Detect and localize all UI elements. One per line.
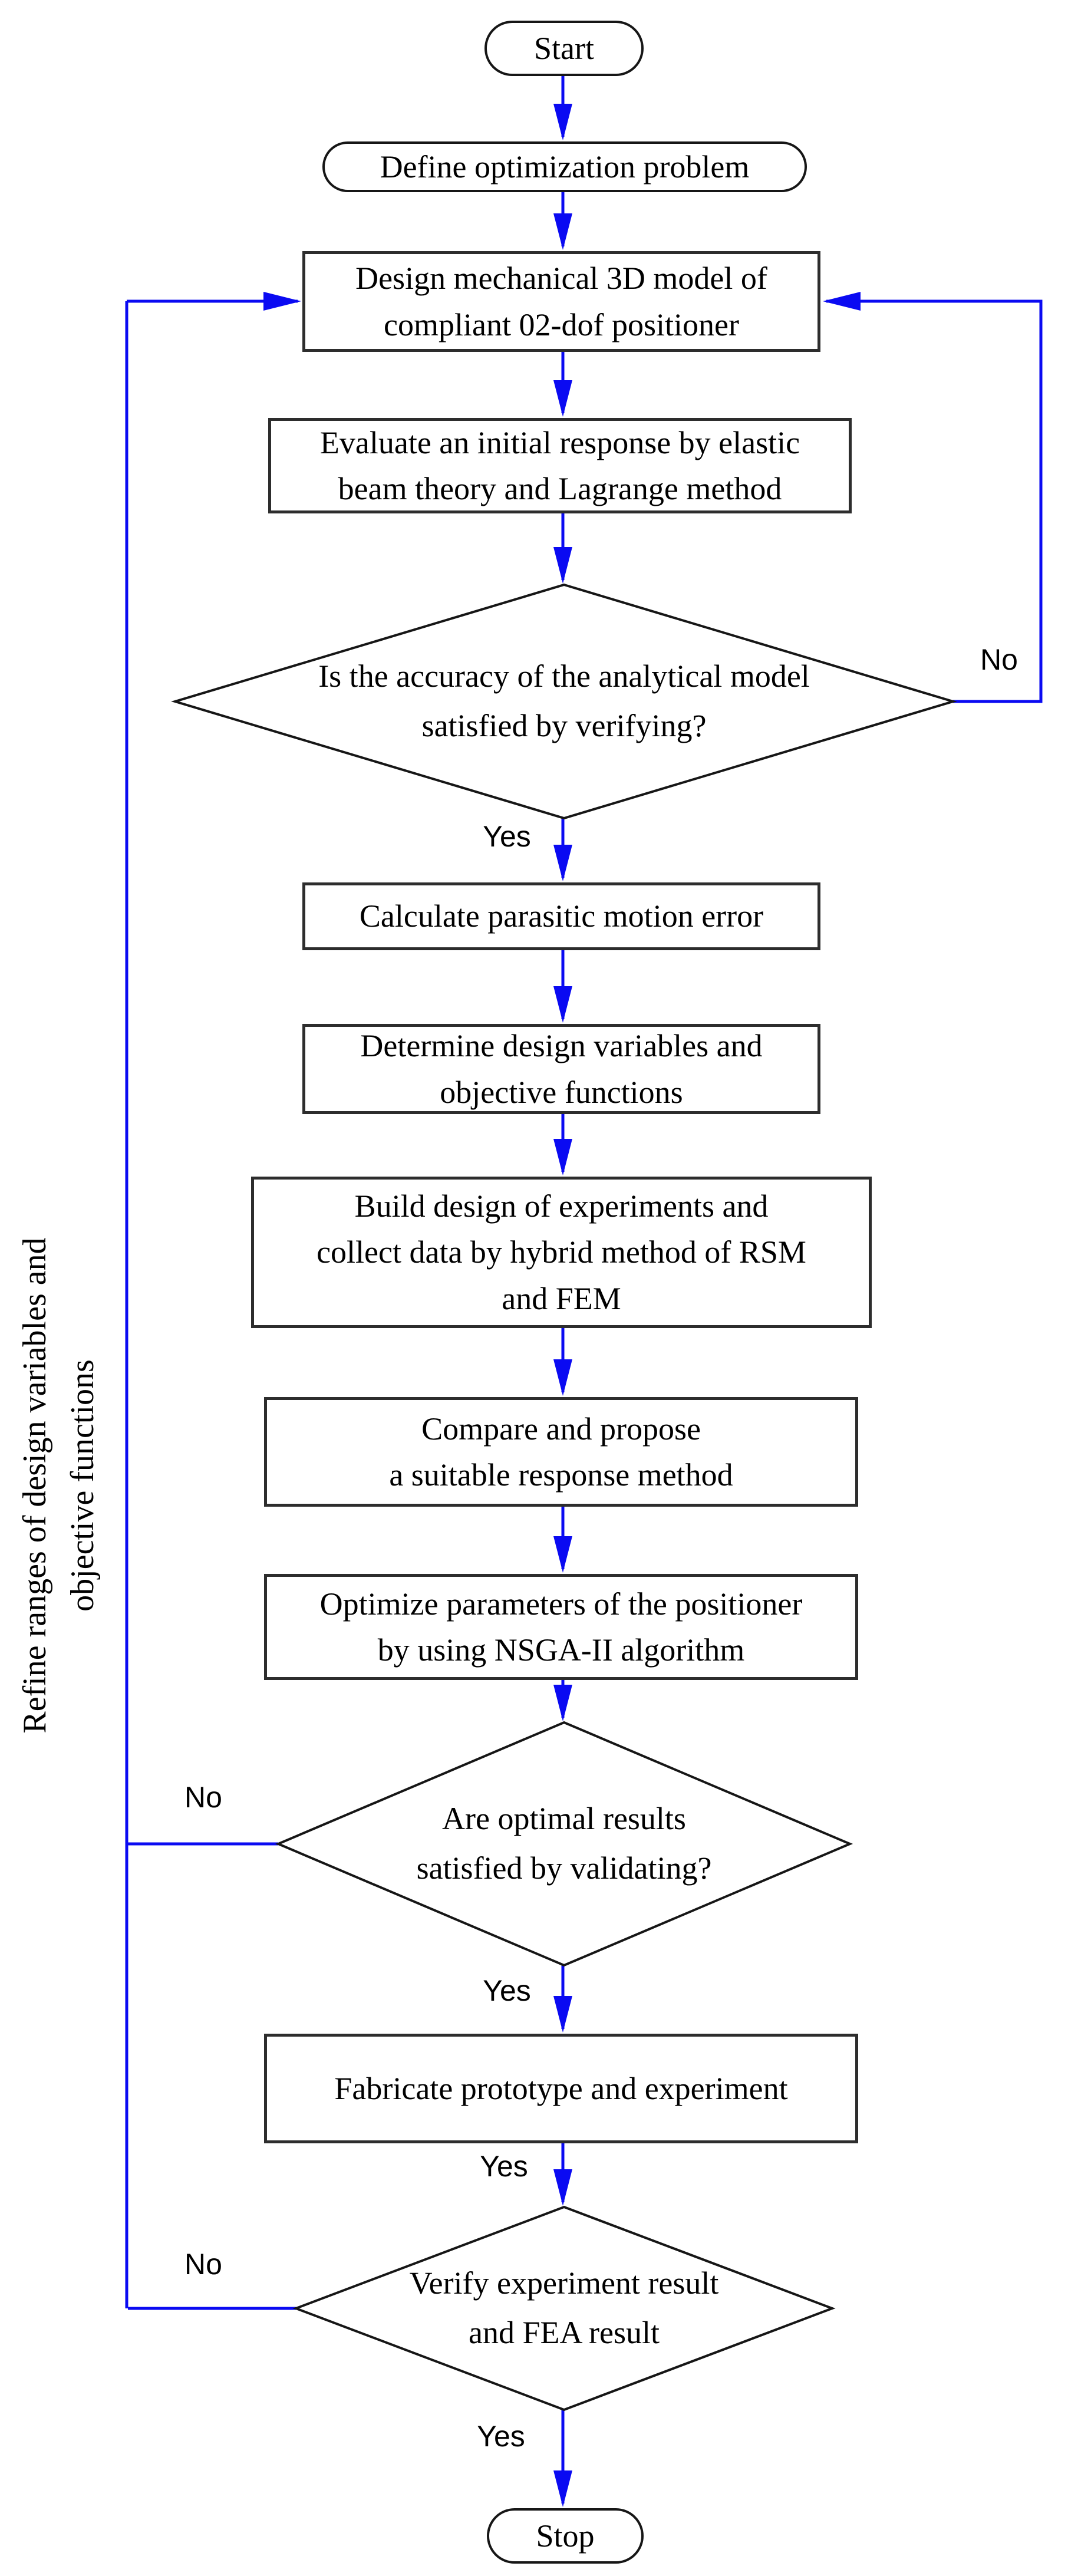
arrowhead-build-compare <box>553 1359 572 1396</box>
evaluate-response-node: Evaluate an initial response by elastic … <box>268 418 852 513</box>
arrowhead-define-design <box>553 213 572 250</box>
refine-ranges-note-line2: objective functions <box>64 1359 101 1612</box>
compare-response-line1: Compare and propose <box>421 1411 701 1447</box>
fabricate-prototype-label: Fabricate prototype and experiment <box>334 2070 788 2106</box>
determine-variables-node: Determine design variables and objective… <box>302 1024 820 1114</box>
compare-response-line2: a suitable response method <box>389 1457 733 1493</box>
fabricate-yes-label: Yes <box>480 2150 528 2183</box>
define-problem-label: Define optimization problem <box>380 149 750 185</box>
evaluate-response-line1: Evaluate an initial response by elastic <box>319 424 800 460</box>
optimal-decision-shape <box>275 1721 853 1967</box>
verify-decision-line1: Verify experiment result <box>409 2265 719 2301</box>
optimize-parameters-node: Optimize parameters of the positioner by… <box>264 1574 858 1680</box>
calculate-error-label: Calculate parasitic motion error <box>359 898 764 934</box>
start-label: Start <box>534 30 594 66</box>
verify-decision-shape <box>292 2205 836 2412</box>
arrowhead-accuracy-calculate <box>553 845 572 881</box>
fabricate-prototype-node: Fabricate prototype and experiment <box>264 2034 858 2143</box>
refine-ranges-note: Refine ranges of design variables and ob… <box>11 1132 107 1839</box>
build-doe-line3: and FEM <box>502 1280 621 1316</box>
arrowhead-compare-optimize <box>553 1536 572 1573</box>
arrowhead-calculate-determine <box>553 986 572 1023</box>
optimal-decision-line1: Are optimal results <box>442 1801 686 1837</box>
arrowhead-evaluate-accuracy <box>553 547 572 584</box>
build-doe-line1: Build design of experiments and <box>354 1188 769 1224</box>
calculate-error-node: Calculate parasitic motion error <box>302 882 820 950</box>
verify-yes-label: Yes <box>477 2420 525 2453</box>
arrowhead-optimize-optimal <box>553 1685 572 1721</box>
arrowhead-start-define <box>553 104 572 140</box>
optimize-parameters-line2: by using NSGA-II algorithm <box>377 1632 745 1668</box>
arrowhead-fabricate-verify <box>553 2169 572 2206</box>
accuracy-yes-label: Yes <box>483 820 531 853</box>
accuracy-no-label: No <box>980 643 1018 676</box>
refine-ranges-note-line1: Refine ranges of design variables and <box>16 1237 53 1734</box>
design-model-line1: Design mechanical 3D model of <box>355 261 767 297</box>
build-doe-node: Build design of experiments and collect … <box>251 1177 872 1328</box>
accuracy-decision-label: Is the accuracy of the analytical model … <box>234 601 894 802</box>
accuracy-decision-line2: satisfied by verifying? <box>421 708 707 743</box>
determine-variables-line1: Determine design variables and <box>360 1028 763 1064</box>
define-problem-node: Define optimization problem <box>322 141 807 192</box>
design-model-node: Design mechanical 3D model of compliant … <box>302 251 820 352</box>
optimize-parameters-line1: Optimize parameters of the positioner <box>319 1586 803 1622</box>
feedback-line-accuracy-no <box>826 299 1043 703</box>
verify-no-label: No <box>184 2248 222 2281</box>
design-model-line2: compliant 02-dof positioner <box>384 307 739 342</box>
optimal-decision-line2: satisfied by validating? <box>416 1850 712 1886</box>
build-doe-line2: collect data by hybrid method of RSM <box>317 1234 806 1270</box>
start-node: Start <box>484 21 644 76</box>
accuracy-decision-shape <box>171 583 957 820</box>
arrowhead-design-evaluate <box>553 380 572 417</box>
optimal-yes-label: Yes <box>483 1974 531 2007</box>
accuracy-decision-line1: Is the accuracy of the analytical model <box>318 658 810 694</box>
evaluate-response-line2: beam theory and Lagrange method <box>338 471 782 506</box>
optimal-decision-label: Are optimal results satisfied by validat… <box>278 1740 850 1948</box>
arrowhead-verify-stop <box>553 2470 572 2507</box>
verify-decision-line2: and FEA result <box>469 2315 660 2350</box>
stop-label: Stop <box>536 2518 595 2554</box>
optimal-no-label: No <box>184 1781 222 1814</box>
arrowhead-determine-build <box>553 1139 572 1175</box>
verify-decision-label: Verify experiment result and FEA result <box>296 2225 832 2392</box>
stop-node: Stop <box>487 2508 644 2564</box>
arrowhead-feedback-left <box>263 292 301 311</box>
arrowhead-feedback-accuracy-no <box>823 292 861 311</box>
determine-variables-line2: objective functions <box>440 1074 683 1110</box>
arrowhead-optimal-fabricate <box>553 1996 572 2033</box>
compare-response-node: Compare and propose a suitable response … <box>264 1397 858 1507</box>
